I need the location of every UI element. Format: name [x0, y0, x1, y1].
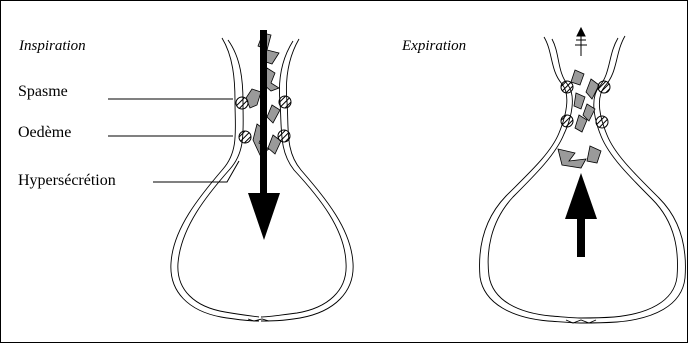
hypersecretion-leader — [153, 161, 239, 182]
edema-marker — [561, 81, 573, 93]
edema-marker — [239, 131, 251, 143]
inspiration-airflow-arrow — [248, 30, 280, 240]
edema-marker — [279, 96, 291, 108]
small-upward-arrow — [575, 28, 587, 56]
leader-lines — [108, 99, 239, 182]
edema-marker — [598, 81, 610, 93]
edema-marker — [236, 97, 248, 109]
edema-marker — [278, 130, 290, 142]
edema-marker — [561, 115, 573, 127]
expiration-airflow-arrow — [565, 28, 597, 257]
edema-marker — [596, 116, 608, 128]
